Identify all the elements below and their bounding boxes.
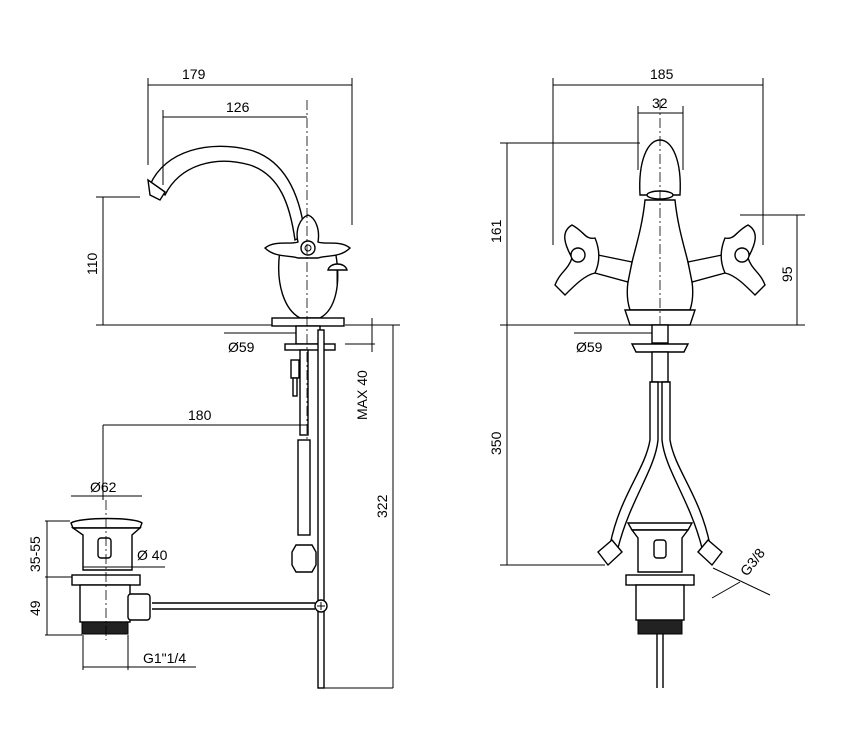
dim-total-depth: 322 <box>374 494 390 518</box>
dim-spout-height: 110 <box>84 252 100 275</box>
side-view-dimensions <box>45 78 400 688</box>
dim-waste-flange: Ø62 <box>90 479 117 495</box>
dim-front-width: 185 <box>650 66 674 82</box>
side-view-faucet <box>147 100 393 689</box>
dim-front-base: Ø59 <box>576 339 603 355</box>
dim-rod-distance: 180 <box>188 407 212 423</box>
front-view-faucet <box>554 100 766 688</box>
dim-hose-length: 350 <box>488 431 504 455</box>
dim-waste-thread: G1"1/4 <box>143 650 186 666</box>
side-view-waste <box>70 500 151 640</box>
dim-waste-body: Ø 40 <box>137 547 168 563</box>
dim-waste-range: 35-55 <box>27 536 43 572</box>
dim-waste-height: 49 <box>27 600 43 616</box>
dim-total-height: 161 <box>488 219 504 243</box>
dim-spout-reach: 126 <box>226 99 250 115</box>
dim-handle-height: 95 <box>779 266 795 282</box>
dim-max-deck: MAX 40 <box>354 370 370 420</box>
dim-hose-thread: G3/8 <box>737 545 768 579</box>
dim-side-width: 179 <box>182 66 206 82</box>
dim-spout-width: 32 <box>652 95 668 111</box>
dim-side-base: Ø59 <box>228 339 255 355</box>
front-view-dimensions <box>500 78 805 599</box>
